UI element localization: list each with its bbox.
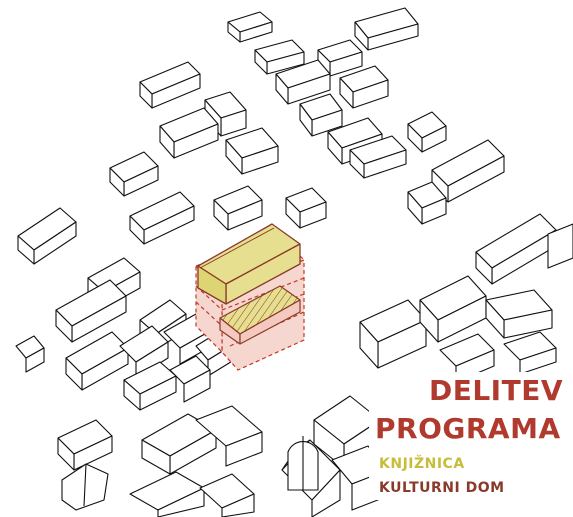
building [58, 420, 112, 470]
building [130, 192, 194, 244]
building [16, 336, 44, 372]
building [408, 112, 446, 152]
building [355, 8, 418, 50]
building [226, 128, 278, 174]
building [476, 214, 556, 284]
building [504, 332, 556, 374]
building [18, 208, 76, 264]
building [360, 300, 426, 368]
building [200, 474, 254, 517]
legend-title-line-1: DELITEV [375, 372, 565, 410]
building [124, 362, 176, 410]
legend-item-knjiznica: KNJIŽNICA [375, 452, 565, 476]
legend-item-kulturni-dom: KULTURNI DOM [375, 476, 565, 500]
building [130, 472, 204, 517]
building [160, 108, 218, 158]
building [110, 152, 158, 196]
building [214, 186, 262, 230]
legend-panel: DELITEV PROGRAMA KNJIŽNICA KULTURNI DOM [369, 372, 565, 500]
legend-title-line-2: PROGRAMA [375, 410, 565, 448]
building [420, 276, 486, 342]
building [340, 66, 388, 108]
building [228, 12, 272, 42]
building [62, 464, 108, 510]
building [286, 188, 326, 228]
building [140, 62, 200, 108]
building [486, 290, 552, 338]
building [432, 140, 504, 202]
